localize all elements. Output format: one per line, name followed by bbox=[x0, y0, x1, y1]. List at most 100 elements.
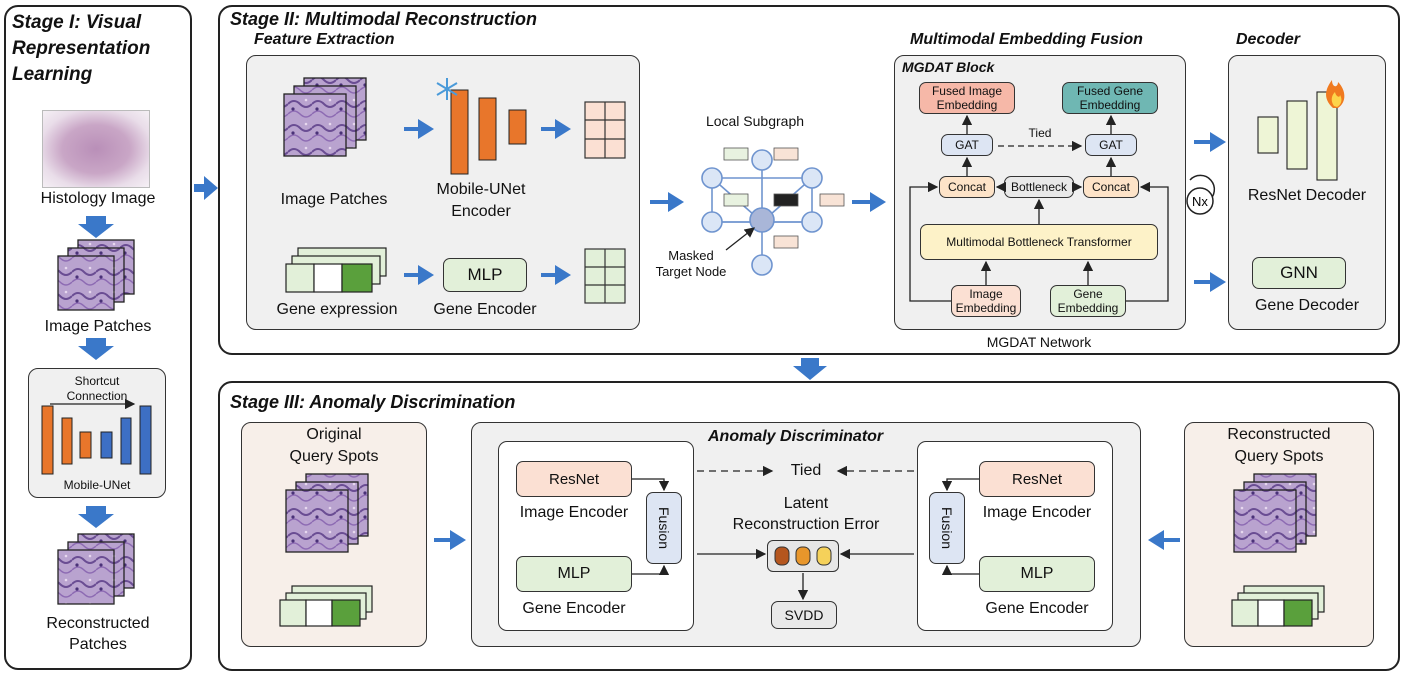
discriminator-arrows bbox=[632, 465, 979, 601]
arrow-s1-1 bbox=[78, 216, 114, 238]
fe-encoder-label-1: Mobile-UNet bbox=[436, 181, 526, 198]
fused-gene-embedding: Fused Gene Embedding bbox=[1062, 82, 1158, 114]
mgdat-tied-label: Tied bbox=[1028, 126, 1052, 140]
latent-label-2: Reconstruction Error bbox=[732, 516, 880, 533]
arrow-s1-s2 bbox=[194, 172, 218, 204]
image-emb-line1: Image bbox=[969, 287, 1003, 301]
recon-label-1: Reconstructed bbox=[1227, 426, 1331, 443]
stage1-title-line2: Representation bbox=[12, 38, 151, 59]
fused-image-line2: Embedding bbox=[936, 98, 998, 112]
gnn-box: GNN bbox=[1252, 257, 1346, 289]
stage1-patches-label: Image Patches bbox=[44, 318, 152, 335]
image-feature-grid bbox=[584, 101, 626, 159]
bottleneck-box: Bottleneck bbox=[1004, 176, 1074, 198]
masked-node-label-2: Target Node bbox=[655, 264, 727, 279]
local-subgraph-label: Local Subgraph bbox=[705, 113, 805, 129]
stage1-patch-stack bbox=[57, 239, 135, 311]
left-resnet-box: ResNet bbox=[516, 461, 632, 497]
fused-image-embedding: Fused Image Embedding bbox=[919, 82, 1015, 114]
left-gene-encoder-label: Gene Encoder bbox=[522, 600, 626, 617]
stage1-title-line1: Stage I: Visual bbox=[12, 12, 142, 33]
gene-emb-line1: Gene bbox=[1073, 287, 1103, 301]
fusion-title: Multimodal Embedding Fusion bbox=[910, 31, 1143, 48]
concat-left: Concat bbox=[939, 176, 995, 198]
concat-right: Concat bbox=[1083, 176, 1139, 198]
arrow-s1-3 bbox=[78, 506, 114, 528]
gat-left: GAT bbox=[941, 134, 993, 156]
left-fusion-box: Fusion bbox=[646, 492, 682, 564]
right-gene-encoder-label: Gene Encoder bbox=[985, 600, 1089, 617]
shortcut-label-2: Connection bbox=[66, 389, 128, 403]
decoder-title: Decoder bbox=[1236, 31, 1301, 48]
recon-patches-label-1: Reconstructed bbox=[46, 615, 150, 632]
histology-label: Histology Image bbox=[40, 190, 156, 207]
gat-right: GAT bbox=[1085, 134, 1137, 156]
gene-decoder-label: Gene Decoder bbox=[1254, 297, 1360, 314]
svdd-box: SVDD bbox=[771, 601, 837, 629]
stage3-tied-label: Tied bbox=[790, 462, 822, 479]
fe-gene-encoder-label: Gene Encoder bbox=[433, 301, 537, 318]
gene-expression-label: Gene expression bbox=[276, 301, 398, 318]
gene-feature-grid bbox=[584, 248, 626, 304]
bottleneck-transformer: Multimodal Bottleneck Transformer bbox=[920, 224, 1158, 260]
arrow-graph-mgdat bbox=[852, 188, 886, 212]
nx-circle bbox=[1186, 187, 1214, 215]
arrow-fe-4 bbox=[541, 261, 571, 285]
anomaly-discriminator-title: Anomaly Discriminator bbox=[708, 428, 884, 445]
arrow-fe-1 bbox=[404, 115, 434, 139]
error-dots bbox=[774, 546, 832, 566]
mgdat-network-label: MGDAT Network bbox=[986, 334, 1092, 350]
stage3-title: Stage III: Anomaly Discrimination bbox=[230, 392, 516, 412]
arrow-recon-disc bbox=[1148, 526, 1180, 550]
original-label-1: Original bbox=[306, 426, 362, 443]
recon-label-2: Query Spots bbox=[1234, 448, 1324, 465]
decoder-bars bbox=[1257, 91, 1338, 181]
fused-gene-line1: Fused Gene bbox=[1076, 84, 1144, 98]
blue-arrows bbox=[78, 115, 1226, 550]
image-embedding: Image Embedding bbox=[951, 285, 1021, 317]
right-mlp-box: MLP bbox=[979, 556, 1095, 592]
gene-embedding: Gene Embedding bbox=[1050, 285, 1126, 317]
arrow-orig-disc bbox=[434, 526, 466, 550]
feature-extraction-title: Feature Extraction bbox=[254, 31, 395, 48]
stage1-title-line3: Learning bbox=[12, 64, 93, 85]
fused-image-line1: Fused Image bbox=[931, 84, 1003, 98]
right-resnet-box: ResNet bbox=[979, 461, 1095, 497]
original-gene-stack bbox=[279, 585, 373, 627]
fe-patch-stack bbox=[283, 77, 367, 157]
arrow-fe-3 bbox=[404, 261, 434, 285]
arrow-fe-2 bbox=[541, 115, 571, 139]
snowflake-icon bbox=[436, 78, 458, 100]
recon-gene-stack bbox=[1231, 585, 1325, 627]
local-subgraph bbox=[701, 147, 845, 276]
right-image-encoder-label: Image Encoder bbox=[982, 504, 1092, 521]
flame-icon bbox=[1326, 80, 1345, 108]
recon-patches-label-2: Patches bbox=[69, 636, 127, 653]
arrow-to-resnet-dec bbox=[1194, 128, 1226, 152]
unet-bars bbox=[41, 398, 152, 475]
gene-emb-line2: Embedding bbox=[1057, 301, 1119, 315]
stage2-title: Stage II: Multimodal Reconstruction bbox=[230, 9, 538, 29]
latent-label-1: Latent bbox=[783, 495, 829, 512]
recon-patch-stack bbox=[1233, 473, 1317, 553]
gene-expression-stack bbox=[285, 247, 387, 293]
image-emb-line2: Embedding bbox=[955, 301, 1017, 315]
mobile-unet-label: Mobile-UNet bbox=[63, 478, 131, 492]
fe-mlp-box: MLP bbox=[443, 258, 527, 292]
left-mlp-box: MLP bbox=[516, 556, 632, 592]
fe-encoder-bars bbox=[450, 89, 527, 175]
fe-image-patches-label: Image Patches bbox=[280, 191, 388, 208]
fe-encoder-label-2: Encoder bbox=[451, 203, 511, 220]
nx-label: Nx bbox=[1192, 194, 1208, 209]
right-fusion-box: Fusion bbox=[929, 492, 965, 564]
stage1-recon-stack bbox=[57, 533, 135, 605]
mgdat-block-title: MGDAT Block bbox=[902, 59, 995, 75]
arrow-to-gnn bbox=[1194, 268, 1226, 292]
left-image-encoder-label: Image Encoder bbox=[519, 504, 629, 521]
shortcut-label-1: Shortcut bbox=[74, 374, 120, 388]
arrow-fe-graph bbox=[650, 188, 684, 212]
resnet-decoder-label: ResNet Decoder bbox=[1247, 187, 1367, 204]
arrow-s1-2 bbox=[78, 338, 114, 360]
mgdat-arrows bbox=[909, 114, 1216, 302]
